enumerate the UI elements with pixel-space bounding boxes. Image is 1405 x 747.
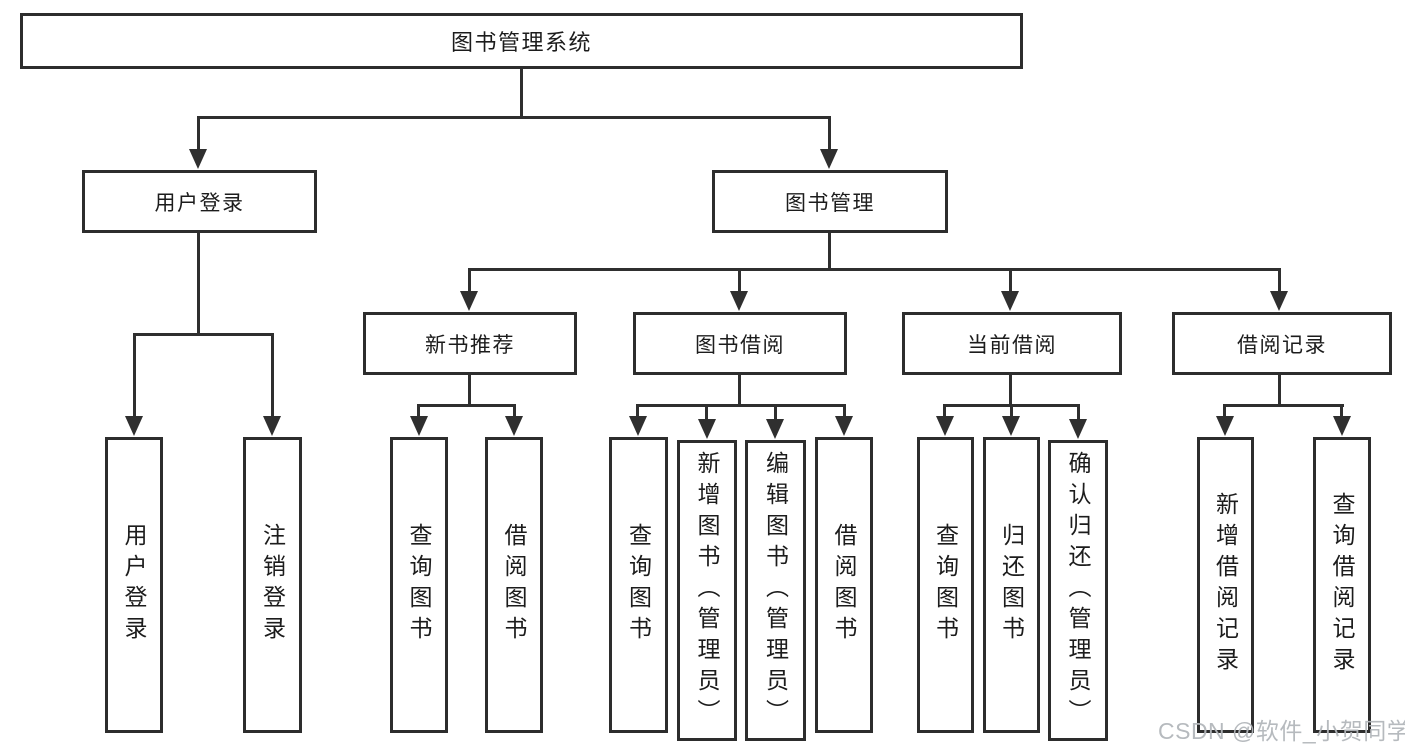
connector-level3-hline bbox=[468, 268, 1281, 271]
connector-borrow-stub bbox=[738, 375, 741, 406]
connector-arm bbox=[1010, 404, 1013, 420]
node-newbook-borrow-books: 借阅图书 bbox=[485, 437, 543, 733]
node-query-borrow-record: 查询借阅记录 bbox=[1313, 437, 1371, 733]
connector-newbook-hline bbox=[417, 404, 516, 407]
connector-arm bbox=[774, 404, 777, 423]
arrow-down-icon bbox=[730, 291, 748, 311]
connector-arm bbox=[1278, 268, 1281, 295]
node-add-books-admin: 新增图书（管理员） bbox=[677, 440, 737, 741]
arrow-down-icon bbox=[766, 419, 784, 439]
node-borrowing-records: 借阅记录 bbox=[1172, 312, 1392, 375]
arrow-down-icon bbox=[505, 416, 523, 436]
arrow-down-icon bbox=[629, 416, 647, 436]
connector-arm bbox=[1009, 268, 1012, 295]
csdn-watermark: CSDN @软件_小贺同学 bbox=[1158, 718, 1405, 744]
arrow-down-icon bbox=[1002, 416, 1020, 436]
connector-bookmgmt-arm bbox=[828, 116, 831, 152]
arrow-down-icon bbox=[835, 416, 853, 436]
connector-arm bbox=[1077, 404, 1080, 423]
arrow-down-icon bbox=[410, 416, 428, 436]
node-borrow-query-books: 查询图书 bbox=[609, 437, 668, 733]
connector-records-stub bbox=[1278, 375, 1281, 406]
connector-arm bbox=[843, 404, 846, 420]
connector-records-hline bbox=[1223, 404, 1344, 407]
arrow-down-icon bbox=[460, 291, 478, 311]
arrow-down-icon bbox=[1001, 291, 1019, 311]
node-user-login-group: 用户登录 bbox=[82, 170, 317, 233]
arrow-down-icon bbox=[189, 149, 207, 169]
node-confirm-return-admin: 确认归还（管理员） bbox=[1048, 440, 1108, 741]
connector-userlogin-stub bbox=[197, 233, 200, 335]
node-new-book-recommendation: 新书推荐 bbox=[363, 312, 577, 375]
node-current-query-books: 查询图书 bbox=[917, 437, 974, 733]
connector-arm bbox=[468, 268, 471, 295]
connector-borrow-hline bbox=[636, 404, 846, 407]
arrow-down-icon bbox=[1069, 419, 1087, 439]
connector-newbook-stub bbox=[468, 375, 471, 406]
connector-level2-hline bbox=[197, 116, 831, 119]
connector-arm bbox=[943, 404, 946, 420]
arrow-down-icon bbox=[820, 149, 838, 169]
node-return-books: 归还图书 bbox=[983, 437, 1040, 733]
node-edit-books-admin: 编辑图书（管理员） bbox=[745, 440, 806, 741]
arrow-down-icon bbox=[1333, 416, 1351, 436]
connector-arm bbox=[636, 404, 639, 420]
arrow-down-icon bbox=[1270, 291, 1288, 311]
arrow-down-icon bbox=[698, 419, 716, 439]
connector-root-stub bbox=[520, 69, 523, 118]
arrow-down-icon bbox=[936, 416, 954, 436]
node-book-management: 图书管理 bbox=[712, 170, 948, 233]
arrow-down-icon bbox=[263, 416, 281, 436]
node-current-borrowing: 当前借阅 bbox=[902, 312, 1122, 375]
connector-current-stub bbox=[1009, 375, 1012, 406]
arrow-down-icon bbox=[1216, 416, 1234, 436]
connector-arm bbox=[513, 404, 516, 420]
node-add-borrow-record: 新增借阅记录 bbox=[1197, 437, 1254, 733]
connector-userlogin-arm bbox=[197, 116, 200, 152]
connector-arm bbox=[705, 404, 708, 423]
connector-arm bbox=[738, 268, 741, 295]
node-book-borrowing: 图书借阅 bbox=[633, 312, 847, 375]
connector-arm bbox=[271, 333, 274, 420]
connector-userlogin-hline bbox=[133, 333, 274, 336]
node-library-management-system: 图书管理系统 bbox=[20, 13, 1023, 69]
node-logout: 注销登录 bbox=[243, 437, 302, 733]
node-newbook-query-books: 查询图书 bbox=[390, 437, 448, 733]
connector-arm bbox=[417, 404, 420, 420]
connector-bookmgmt-stub bbox=[828, 233, 831, 271]
node-borrow-borrow-books: 借阅图书 bbox=[815, 437, 873, 733]
connector-arm bbox=[1340, 404, 1343, 420]
connector-arm bbox=[133, 333, 136, 420]
node-user-login: 用户登录 bbox=[105, 437, 163, 733]
connector-arm bbox=[1223, 404, 1226, 420]
arrow-down-icon bbox=[125, 416, 143, 436]
